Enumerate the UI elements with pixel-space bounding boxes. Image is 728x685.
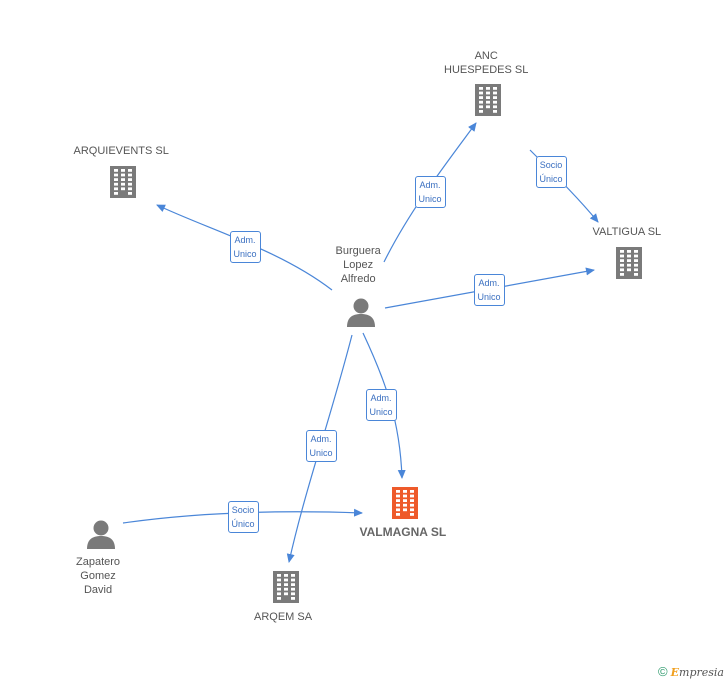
edge-label-burguera-valmagna[interactable]: Adm. Unico [365, 389, 397, 421]
edge-label-burguera-arquievents[interactable]: Adm. Unico [229, 231, 261, 263]
node-label-valmagna[interactable]: VALMAGNA SL [359, 525, 447, 539]
person-icon-burguera[interactable] [346, 297, 376, 332]
edge-label-zapatero-valmagna[interactable]: Socio Único [227, 501, 259, 533]
building-icon-valmagna[interactable] [389, 486, 421, 525]
node-label-valtigua[interactable]: VALTIGUA SL [592, 226, 662, 238]
node-label-arqem[interactable]: ARQEM SA [254, 611, 313, 623]
edge-label-burguera-valtigua[interactable]: Adm. Unico [473, 274, 505, 306]
edge-label-anc-valtigua[interactable]: Socio Único [535, 156, 567, 188]
edge-label-burguera-arqem[interactable]: Adm. Unico [305, 430, 337, 462]
node-label-anc[interactable]: ANC HUESPEDES SL [444, 50, 529, 76]
node-label-arquievents[interactable]: ARQUIEVENTS SL [73, 145, 169, 157]
node-label-zapatero[interactable]: Zapatero Gomez David [76, 556, 121, 596]
person-icon-zapatero[interactable] [86, 519, 116, 554]
node-label-burguera[interactable]: Burguera Lopez Alfredo [335, 245, 381, 285]
brand-footer: © Empresia [658, 664, 724, 679]
building-icon-valtigua[interactable] [613, 246, 645, 285]
building-icon-arquievents[interactable] [107, 165, 139, 204]
building-icon-anc[interactable] [472, 83, 504, 122]
building-icon-arqem[interactable] [270, 570, 302, 609]
copyright-icon: © [657, 664, 668, 679]
brand-logo: Empresia [670, 666, 724, 679]
edge-label-burguera-anc[interactable]: Adm. Unico [414, 176, 446, 208]
